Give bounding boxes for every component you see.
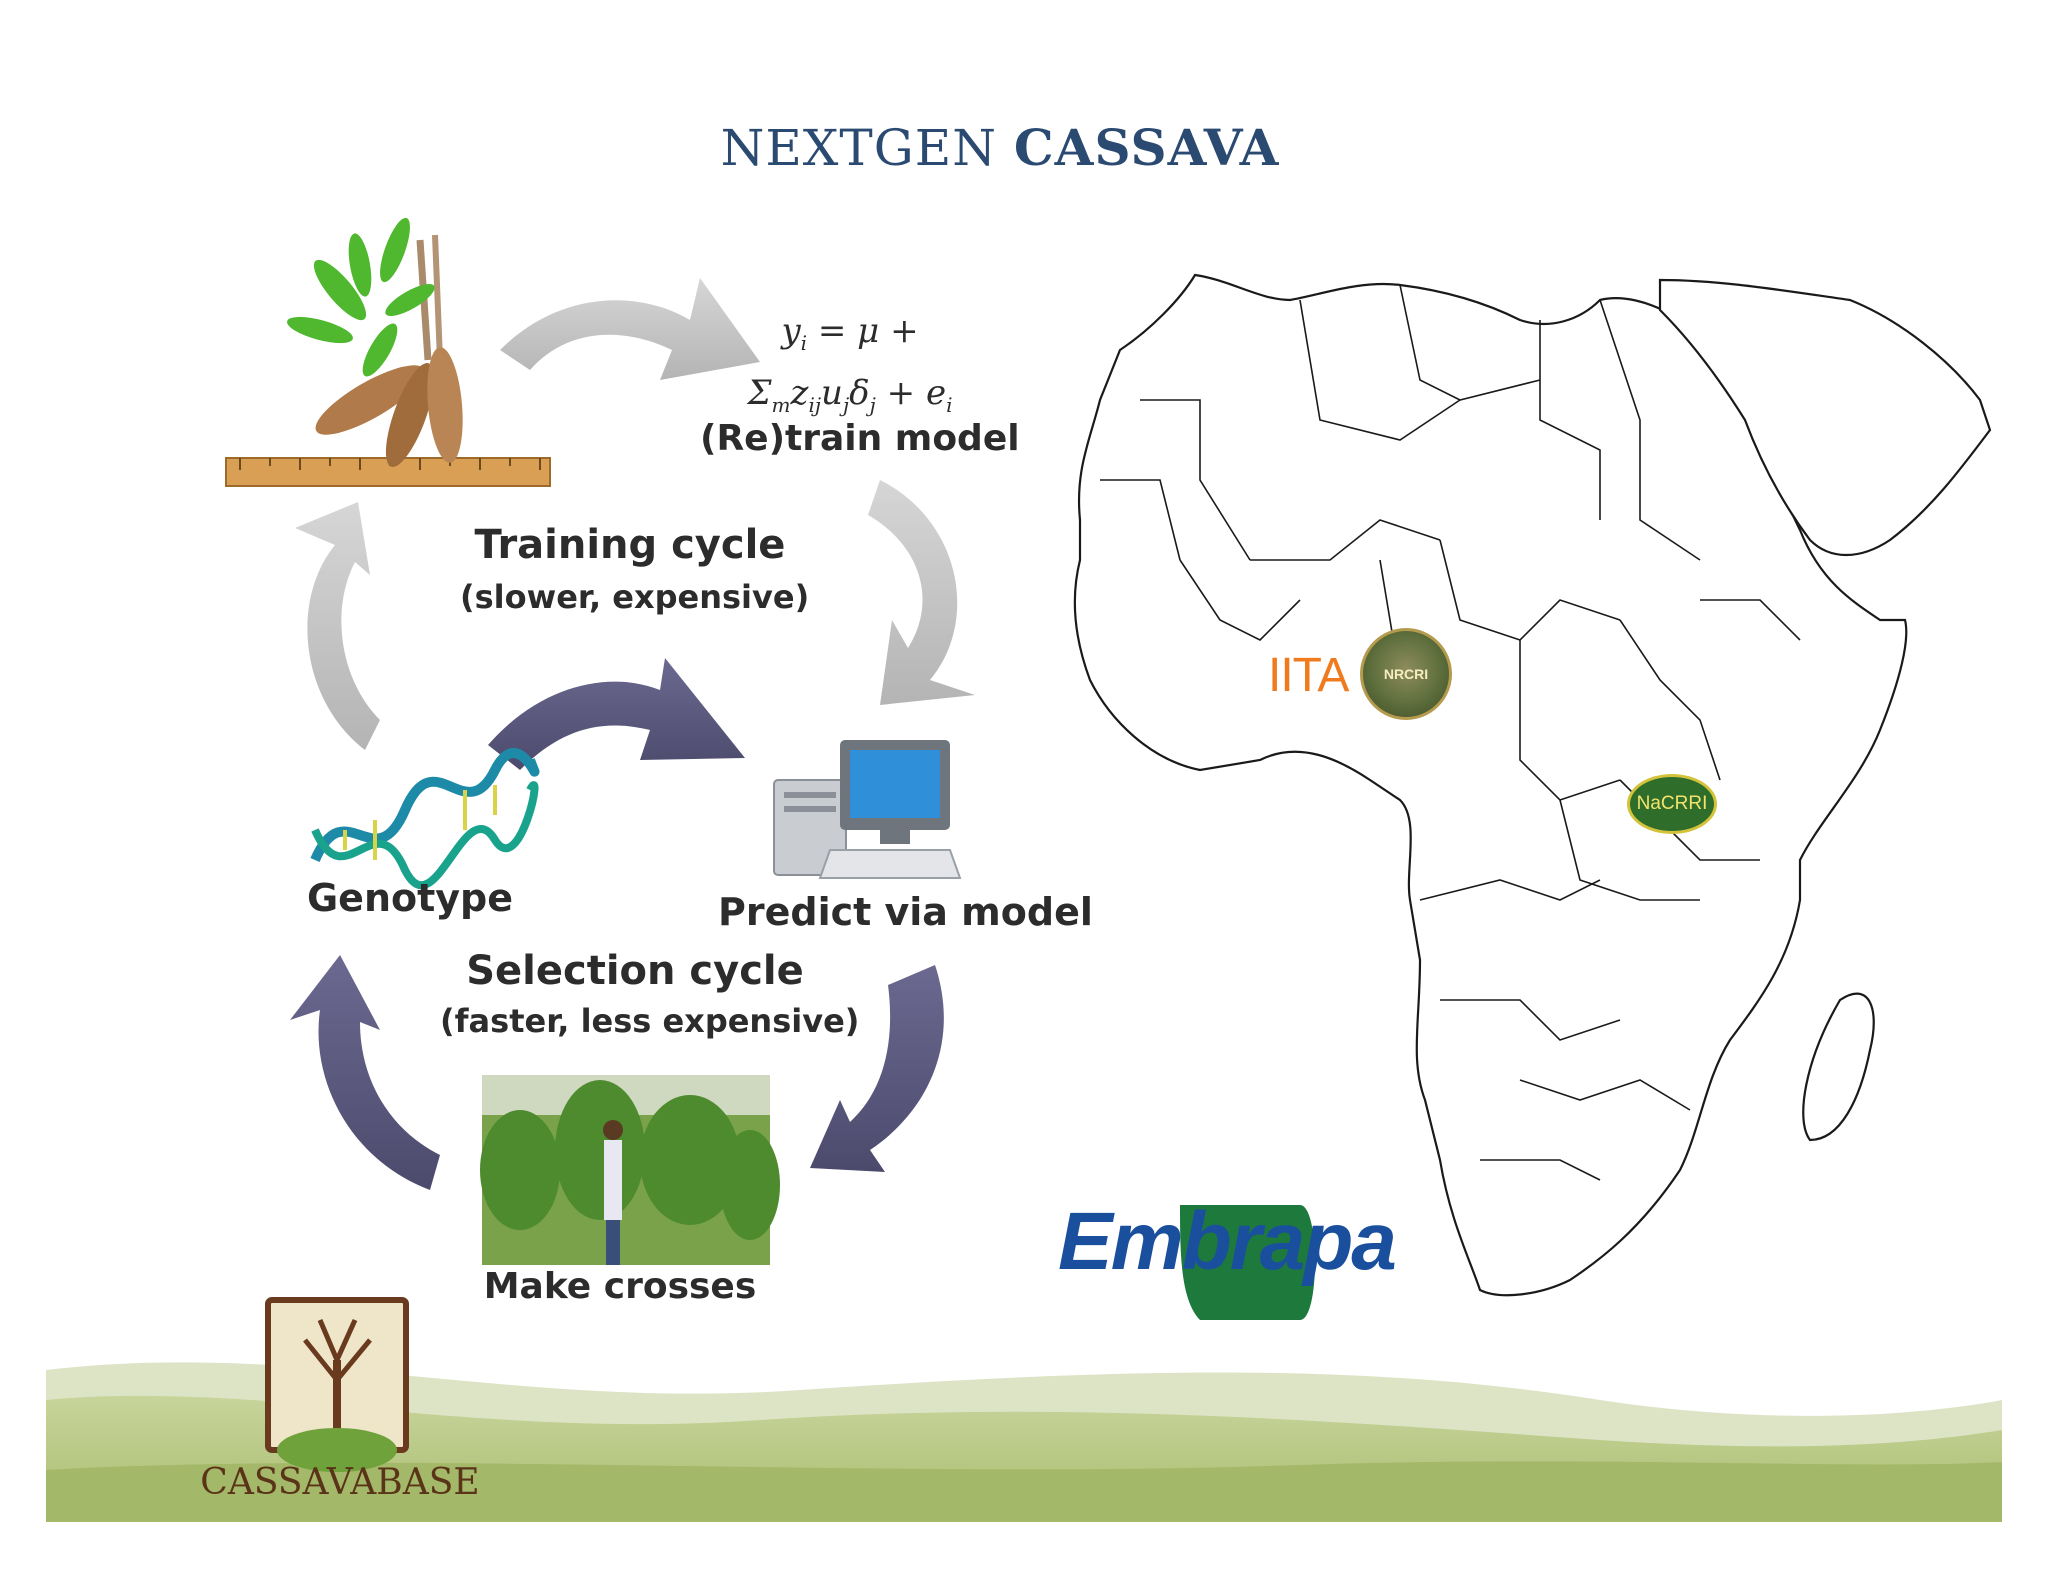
cassavabase-wordmark: CASSAVABASE <box>200 1462 480 1503</box>
selection-cycle-label: Selection cycle <box>466 948 804 994</box>
embrapa-mark <box>1180 1205 1315 1320</box>
nacrri-logo: NaCRRI <box>1627 774 1717 834</box>
embrapa-logo: Embrapa <box>1058 1196 1397 1287</box>
training-cycle-label: Training cycle <box>474 522 786 568</box>
dna-icon <box>310 748 540 890</box>
arrow-predict-to-crosses <box>810 965 944 1172</box>
nrcri-logo: NRCRI <box>1360 628 1452 720</box>
formula-line-2: Σmzijujδj + ei <box>747 372 953 417</box>
arrow-crosses-to-genotype <box>290 955 440 1190</box>
arrow-genotype-to-predict <box>488 658 745 770</box>
field-photo <box>480 1075 780 1265</box>
cassava-plant-icon <box>225 217 551 487</box>
cassavabase-logo <box>265 1297 409 1472</box>
title-cassava: CASSAVA <box>1013 118 1280 177</box>
selection-cycle-sub: (faster, less expensive) <box>440 1002 860 1040</box>
retrain-model-label: (Re)train model <box>700 418 1020 459</box>
computer-icon <box>773 740 962 879</box>
arrow-right-down <box>868 480 975 705</box>
arrow-left-up <box>295 502 380 750</box>
make-crosses-label: Make crosses <box>483 1266 757 1307</box>
page-title: NEXTGEN CASSAVA <box>0 118 2000 177</box>
training-arrows <box>295 278 975 750</box>
iita-logo: IITA <box>1268 649 1349 702</box>
africa-map <box>1073 273 1992 1297</box>
formula-line-1: yi = μ + <box>781 311 919 355</box>
training-cycle-sub: (slower, expensive) <box>460 578 810 616</box>
selection-arrows <box>290 658 944 1190</box>
ruler-icon <box>225 457 551 487</box>
hills-footer <box>46 1362 2002 1522</box>
arrow-top-right <box>500 278 760 380</box>
model-formula: yi = μ + Σmzijujδj + ei <box>700 306 1000 430</box>
predict-label: Predict via model <box>718 890 1093 934</box>
genotype-label: Genotype <box>306 876 514 920</box>
title-nextgen: NEXTGEN <box>720 119 997 177</box>
